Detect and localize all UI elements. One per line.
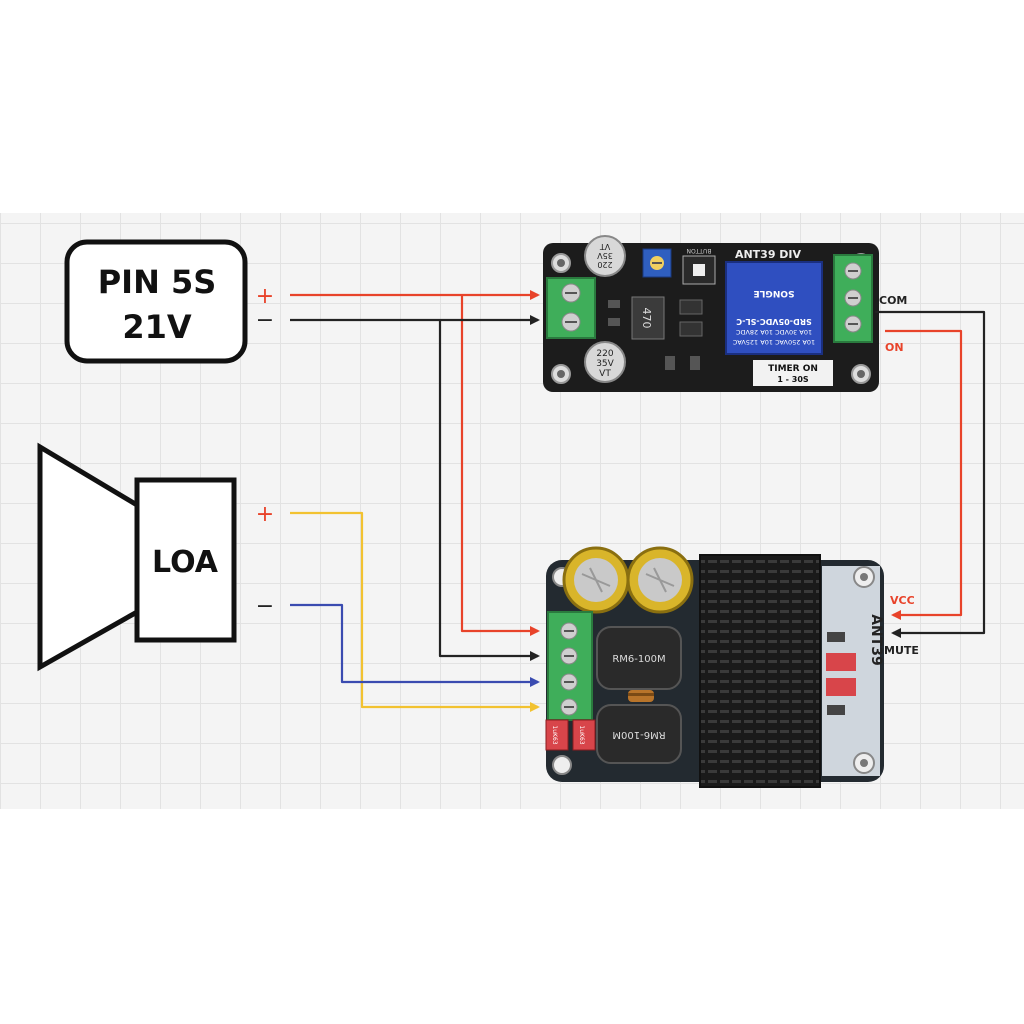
speaker-label: LOA: [152, 545, 219, 580]
relay-module: 10A 250VAC 10A 125VAC 10A 30VDC 10A 28VD…: [725, 261, 823, 355]
amp-capacitor-right: [626, 546, 694, 614]
relay-inductor: 470: [631, 296, 665, 340]
amp-heatsink: [699, 554, 821, 788]
svg-text:35V: 35V: [597, 251, 613, 260]
svg-text:RM6-100M: RM6-100M: [612, 654, 665, 665]
amp-inductor-bottom: RM6-100M: [596, 704, 682, 764]
battery-minus-sign: −: [256, 308, 274, 333]
wire-battery-negative-to-amp: [438, 320, 540, 661]
svg-text:SONGLE: SONGLE: [754, 288, 795, 298]
relay-on-label: ON: [885, 341, 904, 354]
timer-label: TIMER ON 1 - 30S: [753, 360, 833, 386]
amp-film-capacitor-1: 1uK63: [545, 719, 569, 751]
relay-capacitor-bottom: 220 35V VT: [584, 341, 626, 383]
battery-label-line1: PIN 5S: [98, 263, 217, 301]
speaker-icon: [37, 442, 237, 672]
speaker-plus-sign: +: [256, 502, 274, 527]
relay-com-label: COM: [879, 294, 907, 307]
relay-input-terminal: [546, 277, 596, 339]
svg-text:SRD-05VDC-SL-C: SRD-05VDC-SL-C: [736, 317, 812, 326]
svg-text:220: 220: [596, 349, 613, 359]
battery-label-line2: 21V: [122, 308, 192, 346]
svg-text:TIMER ON: TIMER ON: [768, 364, 818, 374]
svg-text:RM6-100M: RM6-100M: [612, 729, 665, 740]
amp-brand-label: ANT39: [868, 614, 884, 666]
relay-output-terminal: [833, 254, 873, 343]
wire-relay-com-to-mute: [875, 310, 986, 638]
wire-speaker-positive: [290, 511, 540, 712]
relay-button: BUTTON: [682, 247, 716, 285]
svg-text:BUTTON: BUTTON: [687, 247, 712, 254]
svg-text:10A 250VAC 10A 125VAC: 10A 250VAC 10A 125VAC: [732, 338, 815, 346]
svg-text:VT: VT: [600, 242, 610, 251]
amplifier-board: RM6-100M RM6-100M 1uK63 1uK63: [545, 546, 884, 788]
amp-film-capacitor-2: 1uK63: [572, 719, 596, 751]
relay-timer-board: 220 35V VT 220 35V VT 470: [543, 235, 879, 392]
amp-mute-label: MUTE: [884, 644, 919, 657]
wire-battery-positive-to-amp: [460, 295, 540, 636]
svg-text:470: 470: [640, 308, 653, 329]
svg-text:35V: 35V: [596, 359, 614, 369]
svg-text:10A 30VDC 10A 28VDC: 10A 30VDC 10A 28VDC: [735, 328, 812, 336]
wire-speaker-negative: [290, 603, 540, 687]
relay-board-title: ANT39 DIV: [735, 248, 802, 261]
amp-capacitor-left: [562, 546, 630, 614]
amp-vcc-label: VCC: [890, 594, 915, 607]
battery-plus-sign: +: [256, 284, 274, 309]
timer-potentiometer: [642, 248, 672, 278]
svg-text:1 - 30S: 1 - 30S: [777, 375, 809, 384]
wire-relay-on-to-vcc: [885, 329, 963, 620]
svg-text:220: 220: [597, 260, 612, 269]
amp-terminal-block: [547, 611, 593, 721]
svg-text:VT: VT: [599, 369, 611, 379]
amp-inductor-top: RM6-100M: [596, 626, 682, 690]
speaker-minus-sign: −: [256, 594, 274, 619]
relay-capacitor-top: 220 35V VT: [584, 235, 626, 277]
battery-box: PIN 5S 21V: [64, 239, 248, 364]
svg-text:1uK63: 1uK63: [551, 725, 558, 744]
svg-text:1uK63: 1uK63: [578, 725, 585, 744]
